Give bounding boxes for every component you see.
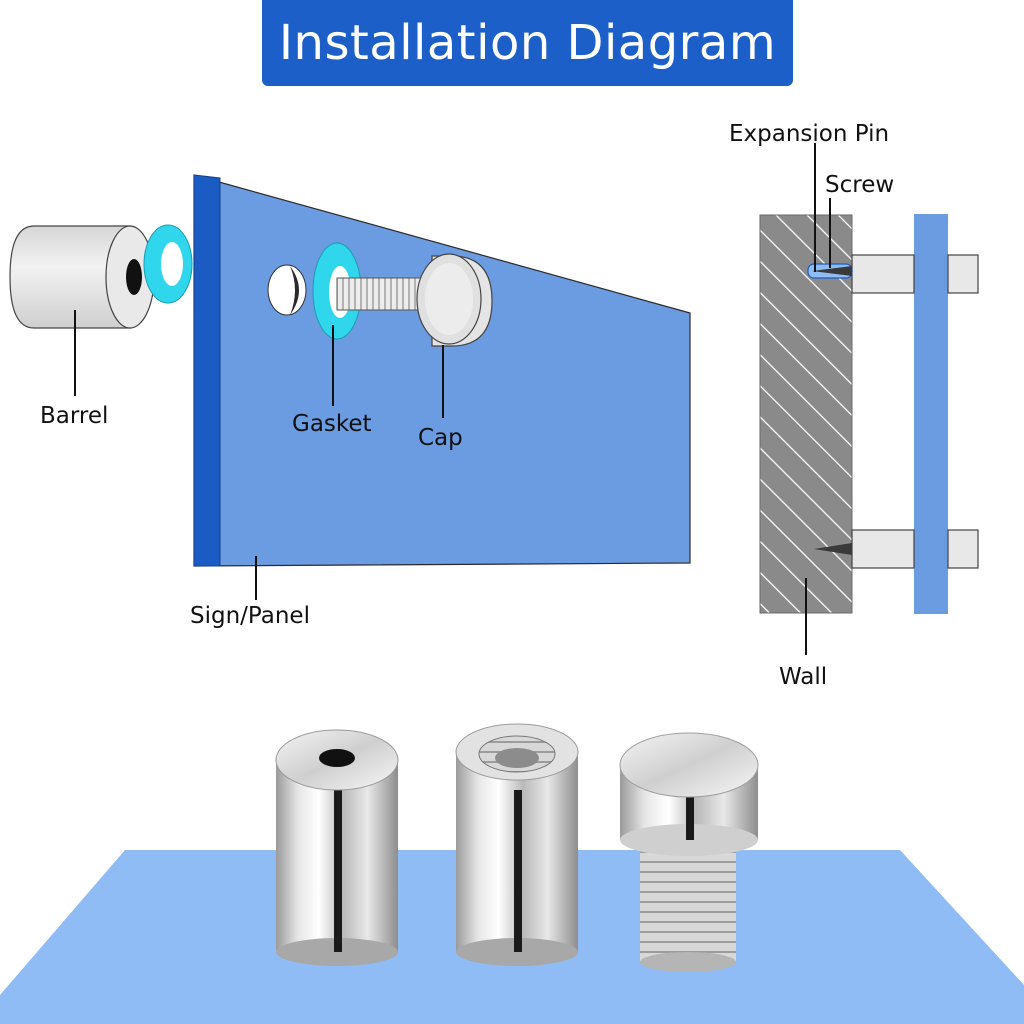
barrel-part (9, 225, 155, 329)
label-gasket: Gasket (292, 411, 372, 437)
screw-tip-bottom (814, 543, 852, 555)
title-banner: Installation Diagram (262, 0, 793, 86)
page-title: Installation Diagram (278, 15, 777, 71)
label-expansion-pin: Expansion Pin (729, 121, 889, 147)
gasket-washer-left (143, 224, 193, 304)
standoff-top (851, 254, 979, 294)
cap-part (416, 253, 493, 347)
panel-hole (267, 264, 307, 316)
cap-screw-product (619, 732, 759, 972)
label-barrel: Barrel (40, 403, 108, 429)
screw-part (336, 277, 423, 311)
barrel-product (275, 729, 399, 966)
label-screw: Screw (825, 172, 894, 198)
expansion-pin-top (807, 263, 853, 279)
threaded-barrel-product (455, 723, 579, 966)
panel-section (914, 214, 948, 614)
label-wall: Wall (779, 664, 827, 690)
label-sign-panel: Sign/Panel (190, 603, 310, 629)
leader-lines (74, 310, 444, 600)
label-cap: Cap (418, 425, 463, 451)
leader-lines-right (805, 143, 831, 655)
